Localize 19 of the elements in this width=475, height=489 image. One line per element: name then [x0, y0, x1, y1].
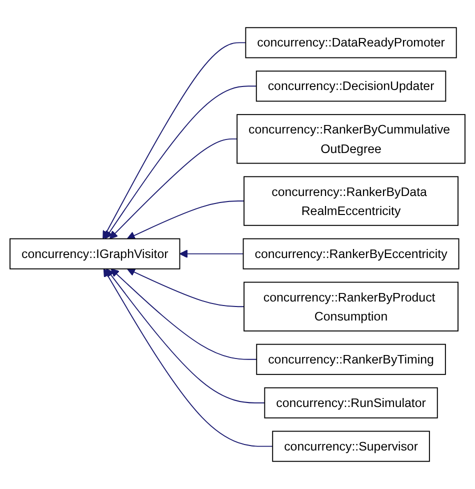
- arrow: [106, 268, 266, 404]
- node-box: concurrency::RankerByData RealmEccentricity: [244, 176, 458, 226]
- node-box: concurrency::RunSimulator: [264, 387, 438, 418]
- arrow: [109, 138, 238, 240]
- arrow: [102, 42, 246, 240]
- arrow: [110, 268, 258, 360]
- arrow: [126, 268, 244, 308]
- node-box: concurrency::DataReadyPromoter: [245, 27, 457, 58]
- node-box: concurrency::RankerByTiming: [256, 344, 446, 375]
- node-box: concurrency::IGraphVisitor: [10, 238, 180, 270]
- arrow: [103, 268, 274, 447]
- node-box: concurrency::RankerByProduct Consumption: [244, 282, 458, 332]
- node-box: concurrency::DecisionUpdater: [256, 70, 446, 102]
- node-box: concurrency::RankerByCummulative OutDegree: [236, 114, 466, 164]
- node-box: concurrency::Supervisor: [272, 430, 430, 462]
- arrow: [179, 250, 244, 258]
- node-box: concurrency::RankerByEccentricity: [242, 238, 460, 270]
- arrow: [126, 200, 244, 240]
- arrow: [104, 86, 257, 240]
